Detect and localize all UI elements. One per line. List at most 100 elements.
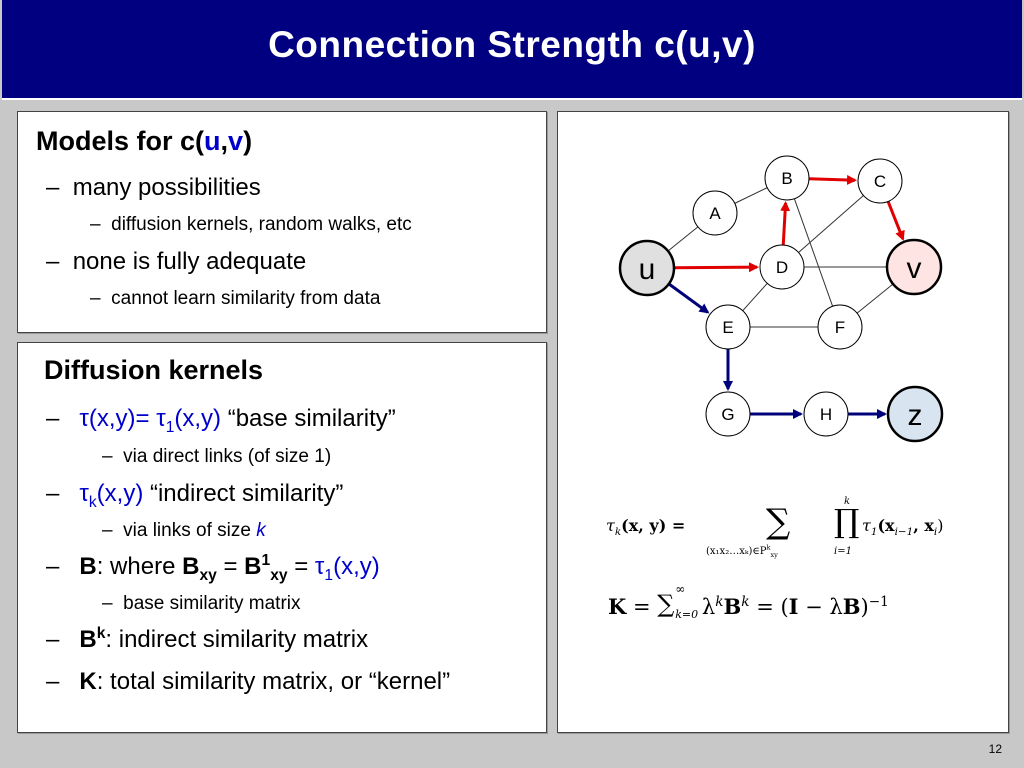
diffusion-item-4: – Bk: indirect similarity matrix — [46, 626, 368, 654]
node-circle-A — [692, 190, 738, 236]
tau-symbol: τ — [862, 516, 871, 535]
dash: – — [90, 214, 101, 235]
subscript: k — [88, 493, 97, 511]
models-heading: Models for c(u,v) — [36, 126, 252, 157]
node-D: D — [759, 244, 805, 290]
diffusion-sub-1: – via direct links (of size 1) — [102, 446, 331, 468]
tau-symbol: τ — [156, 405, 166, 432]
matrix-k: K — [79, 668, 97, 695]
dash: – — [46, 668, 60, 695]
k-variable: k — [256, 520, 266, 541]
diffusion-sub-3: – base similarity matrix — [102, 593, 301, 615]
expr-part: (x,y) — [333, 553, 380, 580]
dash: – — [102, 520, 113, 541]
tau-symbol: τ — [79, 480, 89, 507]
node-label-v: v — [907, 252, 922, 285]
node-label-D: D — [776, 258, 788, 277]
models-heading-v: v — [228, 126, 244, 156]
edge-B-F — [793, 198, 834, 307]
subscript: xy — [199, 566, 217, 584]
subscript: i — [933, 526, 938, 539]
base-similarity-label: “base similarity” — [221, 405, 396, 432]
tau-k-formula: τk(x, y) = ∑ (x₁x₂…xₖ)∈Pkxy k ∏ i=1 τ1(x… — [606, 496, 986, 572]
formula1-rhs-args: (x — [877, 516, 895, 535]
superscript: k — [715, 594, 724, 610]
node-circle-H — [803, 391, 849, 437]
minus-lambda: − λ — [798, 595, 843, 619]
node-circle-B — [764, 155, 810, 201]
diffusion-sub-2-text: via links of size — [123, 520, 257, 541]
models-bullet-1-text: many possibilities — [72, 174, 261, 201]
node-label-E: E — [722, 318, 733, 337]
node-circle-C — [857, 158, 903, 204]
expr-part: : where — [96, 553, 183, 580]
tau-symbol: τ — [79, 405, 89, 432]
edge-C-v — [886, 200, 905, 241]
diffusion-sub-1-text: via direct links (of size 1) — [123, 446, 332, 467]
matrix-b: B — [723, 594, 742, 619]
node-circle-v — [885, 238, 943, 296]
page-number: 12 — [988, 742, 1002, 756]
node-circle-u — [618, 239, 676, 297]
equals: = ( — [749, 595, 789, 619]
formula1-rhs-args: ) — [937, 516, 944, 535]
superscript: k — [766, 543, 771, 552]
models-bullet-2: – none is fully adequate — [46, 248, 306, 276]
product-upper-limit: k — [844, 496, 851, 507]
node-circle-G — [705, 391, 751, 437]
diffusion-sub-3-text: base similarity matrix — [123, 593, 301, 614]
superscript: k — [96, 625, 106, 642]
node-label-H: H — [820, 405, 832, 424]
node-circle-D — [759, 244, 805, 290]
matrix-b: B — [842, 594, 861, 619]
edge-D-B — [780, 200, 791, 246]
kernel-formula: K = ∑∞k=0 λkBk = (I − λB)−1 — [608, 582, 988, 634]
models-sub-bullet-2-text: cannot learn similarity from data — [111, 288, 381, 309]
models-panel: Models for c(u,v) – many possibilities –… — [17, 111, 547, 333]
matrix-b: B — [244, 553, 262, 580]
superscript: 1 — [261, 552, 271, 569]
dash: – — [46, 626, 60, 653]
product-symbol: ∏ — [834, 502, 860, 540]
edges-layer — [667, 174, 905, 419]
superscript: −1 — [868, 594, 889, 610]
node-C: C — [857, 158, 903, 204]
title-bar: Connection Strength c(u,v) — [2, 0, 1022, 100]
node-A: A — [692, 190, 738, 236]
node-E: E — [705, 304, 751, 350]
sum-index: (x₁x₂…xₖ)∈Pkxy — [706, 543, 778, 558]
formula1-rhs-args: , x — [913, 516, 934, 535]
node-label-A: A — [709, 204, 721, 223]
diffusion-item-2: – τk(x,y) “indirect similarity” — [46, 480, 343, 510]
matrix-b: B — [182, 553, 200, 580]
identity-matrix: I — [788, 594, 799, 619]
models-sub-bullet-2: – cannot learn similarity from data — [90, 288, 380, 310]
equals: = — [626, 595, 658, 619]
node-label-B: B — [781, 169, 792, 188]
node-label-C: C — [874, 172, 886, 191]
subscript: 1 — [324, 566, 334, 584]
node-H: H — [803, 391, 849, 437]
node-B: B — [764, 155, 810, 201]
diffusion-item-5: – K: total similarity matrix, or “kernel… — [46, 668, 450, 696]
edge-D-E — [742, 283, 768, 311]
subscript: k — [614, 526, 622, 539]
node-label-u: u — [639, 253, 656, 286]
edge-u-A — [667, 226, 699, 252]
models-heading-prefix: Models for c( — [36, 126, 205, 156]
edge-B-C — [808, 174, 858, 185]
node-label-z: z — [908, 399, 923, 432]
dash: – — [102, 446, 113, 467]
node-circle-F — [817, 304, 863, 350]
sum-symbol: ∑ — [766, 502, 791, 542]
dash: – — [46, 174, 60, 201]
dash: – — [102, 593, 113, 614]
lambda: λ — [695, 595, 716, 619]
subscript: 1 — [870, 526, 878, 539]
edge-u-D — [673, 262, 760, 273]
expr-part: (x,y)= — [88, 405, 157, 432]
tau-k-expression: τk(x,y) — [79, 480, 143, 510]
sum-symbol: ∑ — [657, 590, 675, 618]
